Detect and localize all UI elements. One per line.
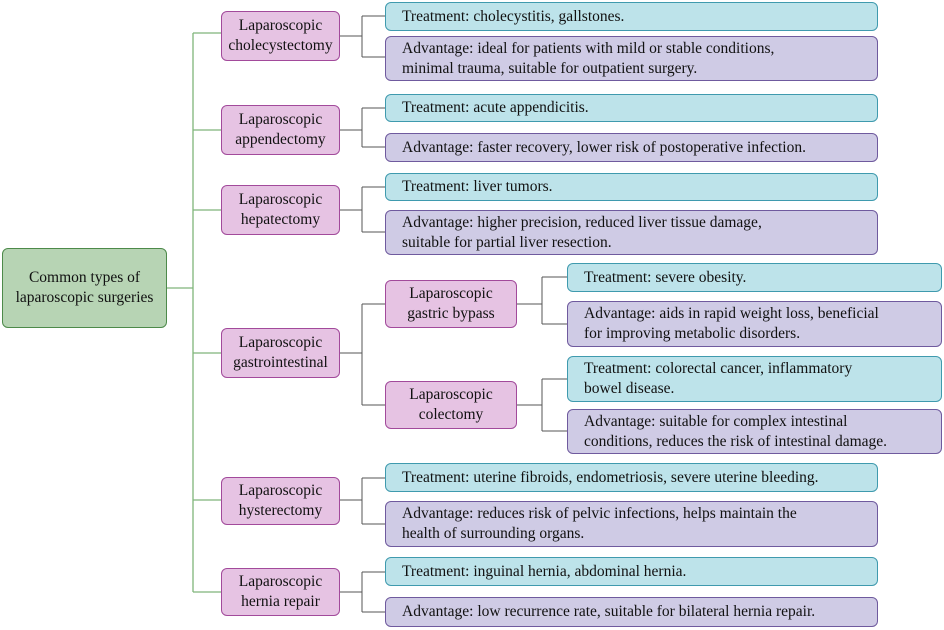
treatment-text: Treatment: acute appendicitis. xyxy=(402,99,589,116)
advantage-text-line1: Advantage: higher precision, reduced liv… xyxy=(402,213,762,231)
advantage-node-cholecystectomy: Advantage: ideal for patients with mild … xyxy=(385,36,878,81)
procedure-name-line2: appendectomy xyxy=(235,131,326,148)
procedure-name-line1: Laparoscopic xyxy=(238,573,323,590)
advantage-text-line2: health of surrounding organs. xyxy=(402,525,585,542)
treatment-node-cholecystectomy: Treatment: cholecystitis, gallstones. xyxy=(385,2,878,31)
treatment-node-hernia-repair: Treatment: inguinal hernia, abdominal he… xyxy=(385,557,878,586)
treatment-node-colectomy: Treatment: colorectal cancer, inflammato… xyxy=(567,356,942,402)
advantage-text-line1: Advantage: faster recovery, lower risk o… xyxy=(402,138,806,156)
advantage-node-appendectomy: Advantage: faster recovery, lower risk o… xyxy=(385,133,878,162)
treatment-text-line1: Treatment: colorectal cancer, inflammato… xyxy=(584,360,853,377)
treatment-text-line2: bowel disease. xyxy=(584,380,675,397)
gastric-bypass-connector xyxy=(517,276,567,325)
advantage-text-line2: suitable for partial liver resection. xyxy=(402,233,612,251)
procedure-node-appendectomy: Laparoscopic appendectomy xyxy=(221,105,340,155)
procedure-name-line1: Laparoscopic xyxy=(238,334,323,351)
hepatectomy-connector xyxy=(340,186,385,233)
advantage-node-hernia-repair: Advantage: low recurrence rate, suitable… xyxy=(385,597,878,627)
subtype-name-line2: gastric bypass xyxy=(407,305,495,322)
root-label-line2: laparoscopic surgeries xyxy=(15,289,154,306)
root-connector xyxy=(167,32,221,593)
advantage-text-line1: Advantage: suitable for complex intestin… xyxy=(584,412,848,430)
treatment-text: Treatment: cholecystitis, gallstones. xyxy=(402,7,625,25)
procedure-node-gastrointestinal: Laparoscopic gastrointestinal xyxy=(221,328,340,378)
advantage-text-line2: conditions, reduces the risk of intestin… xyxy=(584,432,888,450)
procedure-node-hepatectomy: Laparoscopic hepatectomy xyxy=(221,185,340,235)
appendectomy-connector xyxy=(340,107,385,148)
procedure-name-line2: hernia repair xyxy=(241,593,320,610)
subtype-name-line1: Laparoscopic xyxy=(409,386,493,403)
advantage-node-colectomy: Advantage: suitable for complex intestin… xyxy=(567,409,942,454)
advantage-text-line2: for improving metabolic disorders. xyxy=(584,325,801,342)
procedure-name-line1: Laparoscopic xyxy=(238,482,323,499)
advantage-node-gastric-bypass: Advantage: aids in rapid weight loss, be… xyxy=(567,301,942,347)
treatment-node-hepatectomy: Treatment: liver tumors. xyxy=(385,173,878,201)
treatment-text: Treatment: severe obesity. xyxy=(584,268,747,286)
subtype-node-colectomy: Laparoscopic colectomy xyxy=(385,381,517,429)
advantage-text-line1: Advantage: reduces risk of pelvic infect… xyxy=(402,505,797,522)
procedure-name-line1: Laparoscopic xyxy=(238,111,323,128)
procedure-node-hernia-repair: Laparoscopic hernia repair xyxy=(221,568,340,616)
advantage-node-hysterectomy: Advantage: reduces risk of pelvic infect… xyxy=(385,501,878,547)
advantage-node-hepatectomy: Advantage: higher precision, reduced liv… xyxy=(385,210,878,255)
procedure-name-line2: hysterectomy xyxy=(238,502,323,519)
root-node: Common types of laparoscopic surgeries xyxy=(2,248,167,328)
subtype-name-line2: colectomy xyxy=(418,406,484,423)
treatment-text: Treatment: inguinal hernia, abdominal he… xyxy=(402,562,687,580)
treatment-node-gastric-bypass: Treatment: severe obesity. xyxy=(567,263,942,292)
hysterectomy-connector xyxy=(340,477,385,525)
colectomy-connector xyxy=(517,378,567,432)
cholecystectomy-connector xyxy=(340,15,385,58)
treatment-text: Treatment: uterine fibroids, endometrios… xyxy=(402,468,819,486)
procedure-name-line2: gastrointestinal xyxy=(233,354,328,371)
procedure-name-line1: Laparoscopic xyxy=(238,17,323,34)
root-label-line1: Common types of xyxy=(28,269,141,286)
advantage-text-line1: Advantage: ideal for patients with mild … xyxy=(402,39,775,57)
advantage-text-line1: Advantage: low recurrence rate, suitable… xyxy=(402,603,816,620)
hernia-repair-connector xyxy=(340,571,385,613)
treatment-node-appendectomy: Treatment: acute appendicitis. xyxy=(385,94,878,122)
procedure-name-line2: cholecystectomy xyxy=(228,37,333,54)
gastrointestinal-connector xyxy=(340,303,385,406)
procedure-name-line2: hepatectomy xyxy=(240,211,321,228)
treatment-node-hysterectomy: Treatment: uterine fibroids, endometrios… xyxy=(385,463,878,492)
procedure-name-line1: Laparoscopic xyxy=(238,191,323,208)
treatment-text: Treatment: liver tumors. xyxy=(402,178,553,195)
subtype-name-line1: Laparoscopic xyxy=(409,285,493,302)
procedure-node-cholecystectomy: Laparoscopic cholecystectomy xyxy=(221,11,340,61)
procedure-node-hysterectomy: Laparoscopic hysterectomy xyxy=(221,477,340,525)
subtype-node-gastric-bypass: Laparoscopic gastric bypass xyxy=(385,280,517,328)
advantage-text-line1: Advantage: aids in rapid weight loss, be… xyxy=(584,305,879,322)
advantage-text-line2: minimal trauma, suitable for outpatient … xyxy=(402,59,698,77)
